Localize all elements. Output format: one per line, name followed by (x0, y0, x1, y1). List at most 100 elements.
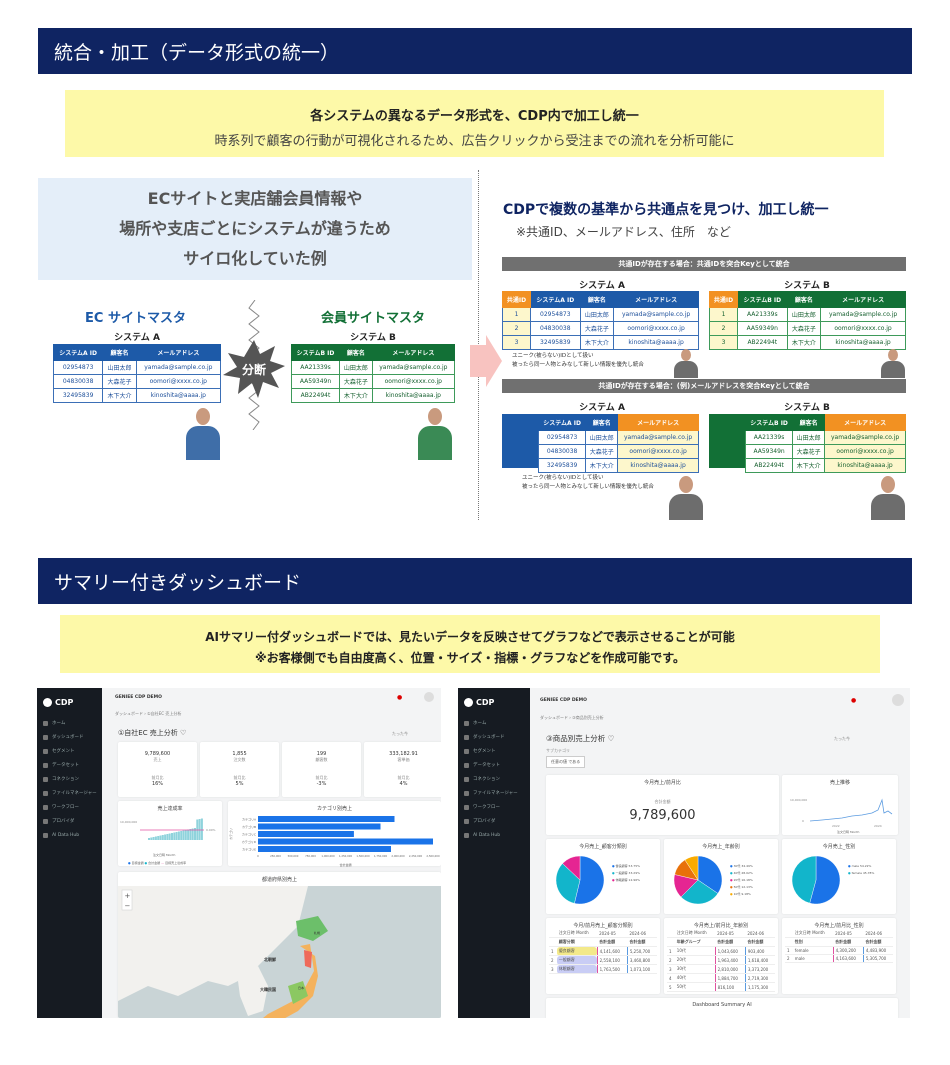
column-header: システムA ID (52, 344, 104, 361)
prefecture-map-card: 都道府県別売上 北朝鮮 大韓民国 札幌 日本 + − (118, 872, 441, 1018)
pie-slice[interactable] (697, 855, 723, 894)
sidebar-item[interactable]: ファイルマネージャー (37, 786, 102, 800)
category-bar[interactable] (258, 838, 433, 845)
sidebar-item[interactable]: セグメント (37, 744, 102, 758)
sidebar-item[interactable]: プロバイダ (37, 814, 102, 828)
sidebar-item-label: プロバイダ (473, 819, 496, 824)
column-header: 顧客名 (339, 344, 373, 361)
row-label: 休眠顧客 (556, 964, 598, 974)
prefecture-sales-map[interactable]: 北朝鮮 大韓民国 札幌 日本 + − (118, 886, 441, 1018)
x-tick: 2022 (832, 824, 840, 828)
avatar[interactable] (892, 694, 904, 706)
sidebar-item[interactable]: AI Data Hub (458, 828, 530, 842)
avatar[interactable] (424, 692, 434, 702)
pie-slice[interactable] (562, 855, 581, 881)
column-header: 2024-05 (597, 929, 628, 938)
map-label: 北朝鮮 (264, 956, 276, 962)
sidebar-item[interactable]: セグメント (458, 744, 530, 758)
breadcrumb-root[interactable]: ダッシュボード (540, 715, 568, 720)
hokkaido-region (296, 916, 328, 941)
table-cell: 32495839 (537, 458, 587, 473)
cdp-logo[interactable]: CDP (37, 688, 102, 716)
sidebar-item[interactable]: ワークフロー (458, 800, 530, 814)
table-cell: 1,963,400 (714, 955, 746, 965)
person-photo (417, 404, 453, 460)
sidebar-item[interactable]: ダッシュボード (458, 730, 530, 744)
sidebar-item[interactable]: ダッシュボード (37, 730, 102, 744)
common-id-cell: 1 (708, 307, 739, 322)
legend-entry: ● 休眠顧客 12.96% (612, 877, 640, 882)
sidebar-item[interactable]: データセット (37, 758, 102, 772)
achievement-bar (154, 836, 157, 840)
table-cell: 04830038 (537, 444, 587, 459)
map-zoom-out-button[interactable]: − (125, 902, 131, 910)
achievement-bar (150, 837, 153, 840)
column-header: メールアドレス (371, 344, 456, 361)
system-a-label: システム A (579, 403, 625, 413)
sidebar-item[interactable]: データセット (458, 758, 530, 772)
category-bar[interactable] (258, 831, 354, 837)
section1-title: 統合・加工（データ形式の統一） (54, 41, 340, 64)
notification-icon[interactable]: ● (397, 694, 403, 701)
breadcrumb-current: ③商品別売上分析 (572, 715, 604, 720)
table-cell: 1,175,300 (744, 982, 775, 992)
pie-slice[interactable] (555, 863, 581, 904)
table-cell: 04830038 (530, 321, 581, 336)
category-bar[interactable] (258, 846, 391, 852)
map-zoom-in-button[interactable]: + (125, 892, 131, 900)
sidebar-item[interactable]: コネクション (37, 772, 102, 786)
sidebar-item[interactable]: ホーム (458, 716, 530, 730)
sidebar-item-label: コネクション (52, 777, 79, 782)
achievement-bar (191, 828, 194, 840)
sidebar-item[interactable]: プロバイダ (458, 814, 530, 828)
notification-icon[interactable]: ● (851, 697, 857, 704)
cdp-logo[interactable]: CDP (458, 688, 530, 716)
column-header (785, 929, 793, 938)
achievement-bar (187, 829, 190, 840)
sidebar-item[interactable]: ファイルマネージャー (458, 786, 530, 800)
pie-slice[interactable] (791, 855, 817, 904)
section1-banner: 各システムの異なるデータ形式を、CDP内で加工し統一 時系列で顧客の行動が可視化… (65, 90, 884, 157)
table-title: 今月売上/前月比_性別 (814, 923, 864, 929)
table-cell: 山田太郎 (579, 307, 615, 322)
table-cell: 4,141,600 (596, 946, 628, 956)
pie-slice[interactable] (574, 855, 605, 905)
sidebar-item[interactable]: コネクション (458, 772, 530, 786)
table-cell: 木下大介 (792, 458, 826, 473)
pie-slice[interactable] (809, 855, 841, 905)
achievement-bar (173, 832, 176, 840)
pie-slice[interactable] (684, 855, 699, 881)
filter-dropdown[interactable]: 任意の値 である (546, 756, 586, 768)
column-header: メールアドレス (824, 414, 906, 431)
workspace-name[interactable]: GENIEE CDP DEMO (115, 695, 162, 700)
category-bar[interactable] (258, 823, 381, 830)
sidebar-item[interactable]: ワークフロー (37, 800, 102, 814)
sidebar-item-icon (464, 748, 469, 754)
ec-site-master-title: EC サイトマスタ (85, 311, 186, 326)
refresh-status: たった今 (392, 731, 408, 736)
silo-line: ECサイトと実店舗会員情報や (147, 189, 363, 208)
refresh-status: たった今 (834, 736, 850, 741)
workspace-name[interactable]: GENIEE CDP DEMO (540, 698, 587, 703)
table-cell: 木下大介 (579, 335, 615, 350)
sidebar-item[interactable]: ホーム (37, 716, 102, 730)
column-header (549, 937, 557, 947)
table-cell: 32495839 (52, 388, 104, 403)
breadcrumb-root[interactable]: ダッシュボード (115, 711, 143, 716)
category-bar[interactable] (258, 816, 395, 822)
table-title: 今月/前月売上_顧客分類別 (573, 923, 633, 929)
table-cell: 大森花子 (102, 374, 137, 389)
sidebar-item[interactable]: AI Data Hub (37, 828, 102, 842)
kpi-value: 9,789,600 (144, 751, 171, 757)
pie-slice[interactable] (680, 879, 719, 905)
table-cell: AA59349n (290, 374, 341, 389)
kpi-label: 顧客数 (315, 757, 328, 762)
